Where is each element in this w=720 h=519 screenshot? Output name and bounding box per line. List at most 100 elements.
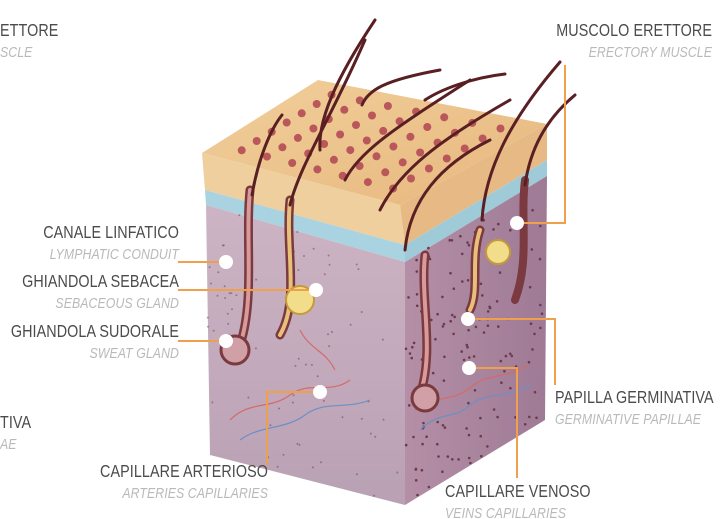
dermis-cell — [479, 435, 482, 438]
dermis-cell — [461, 253, 464, 256]
dermis-cell — [499, 271, 502, 274]
dermis-cell — [441, 296, 444, 299]
dermis-cell — [230, 292, 232, 294]
dermis-cell — [416, 305, 419, 308]
dermis-cell — [209, 266, 211, 268]
dermis-cell — [224, 285, 226, 287]
dermis-cell — [481, 294, 484, 297]
dermis-cell — [293, 394, 295, 396]
dermis-cell — [492, 228, 495, 231]
marker-capillare-arterioso — [313, 385, 327, 399]
dermis-cell — [524, 423, 527, 426]
dermis-cell — [415, 468, 418, 471]
dermis-cell — [497, 325, 500, 328]
dermis-cell — [415, 479, 418, 482]
pore — [283, 119, 291, 127]
dermis-cell — [531, 248, 534, 251]
label-it: CAPILLARE VENOSO — [445, 483, 625, 501]
dermis-cell — [373, 495, 375, 497]
marker-ghiandola-sebacea — [309, 283, 323, 297]
dermis-cell — [303, 255, 305, 257]
dermis-cell — [292, 402, 294, 404]
label-en: LYMPHATIC CONDUIT — [0, 247, 179, 262]
label-ghiandola-sebacea: GHIANDOLA SEBACEA SEBACEOUS GLAND — [0, 273, 179, 311]
dermis-cell — [452, 333, 455, 336]
dermis-cell — [466, 241, 469, 244]
dermis-cell — [469, 462, 472, 465]
label-it: PAPILLA GERMINATIVA — [555, 389, 690, 407]
pore — [340, 106, 348, 114]
dermis-cell — [416, 494, 419, 497]
dermis-cell — [320, 461, 322, 463]
dermis-cell — [329, 264, 331, 266]
dermis-cell — [405, 444, 408, 447]
pore — [497, 125, 505, 133]
dermis-cell — [496, 300, 499, 303]
dermis-cell — [541, 312, 544, 315]
dermis-cell — [383, 419, 385, 421]
label-it: CANALE LINFATICO — [0, 224, 179, 242]
dermis-cell — [468, 434, 471, 437]
dermis-cell — [412, 436, 415, 439]
label-muscolo-erettore-cut: ETTORE SCLE — [0, 22, 70, 60]
dermis-cell — [211, 401, 213, 403]
pore — [288, 159, 296, 167]
pore — [399, 158, 407, 166]
dermis-cell — [468, 356, 471, 359]
label-capillare-arterioso: CAPILLARE ARTERIOSO ARTERIES CAPILLARIES — [48, 463, 268, 501]
dermis-cell — [442, 325, 445, 328]
label-it: GHIANDOLA SUDORALE — [0, 323, 179, 341]
dermis-cell — [475, 326, 478, 329]
dermis-cell — [483, 331, 486, 334]
dermis-cell — [539, 258, 542, 261]
dermis-cell — [467, 402, 470, 405]
dermis-cell — [324, 273, 326, 275]
pore — [313, 165, 321, 173]
dermis-cell — [217, 295, 219, 297]
marker-ghiandola-sudorale — [219, 334, 233, 348]
pore — [443, 155, 451, 163]
dermis-cell — [415, 259, 418, 262]
dermis-cell — [327, 333, 329, 335]
dermis-cell — [493, 408, 496, 411]
dermis-cell — [441, 470, 444, 473]
dermis-cell — [467, 329, 470, 332]
pore — [425, 165, 433, 173]
dermis-cell — [443, 356, 446, 359]
dermis-cell — [317, 375, 319, 377]
pore — [313, 100, 321, 108]
dermis-cell — [213, 330, 215, 332]
dermis-cell — [396, 472, 398, 474]
dermis-cell — [443, 323, 446, 326]
pore — [389, 143, 397, 151]
label-en: SWEAT GLAND — [0, 346, 179, 361]
dermis-cell — [453, 287, 456, 290]
dermis-cell — [407, 296, 410, 299]
marker-papilla-germinativa — [461, 312, 475, 326]
dermis-cell — [486, 445, 489, 448]
label-it: TIVA — [0, 414, 33, 432]
dermis-cell — [509, 229, 512, 232]
dermis-cell — [451, 314, 454, 317]
dermis-cell — [539, 304, 542, 307]
dermis-cell — [374, 436, 376, 438]
dermis-cell — [283, 454, 285, 456]
dermis-cell — [255, 279, 257, 281]
dermis-cell — [356, 264, 358, 266]
dermis-cell — [328, 255, 330, 257]
dermis-cell — [487, 324, 490, 327]
label-en: GERMINATIVE PAPILLAE — [555, 412, 690, 427]
dermis-cell — [539, 225, 542, 228]
dermis-cell — [509, 353, 512, 356]
dermis-cell — [427, 247, 430, 250]
label-en: SCLE — [0, 45, 57, 60]
pore — [364, 178, 372, 186]
pore — [278, 143, 286, 151]
dermis-cell — [328, 345, 330, 347]
dermis-cell — [296, 443, 298, 445]
dermis-cell — [224, 297, 226, 299]
dermis-cell — [473, 355, 476, 358]
dermis-cell — [533, 333, 536, 336]
marker-capillare-venoso — [462, 361, 476, 375]
dermis-cell — [294, 365, 296, 367]
